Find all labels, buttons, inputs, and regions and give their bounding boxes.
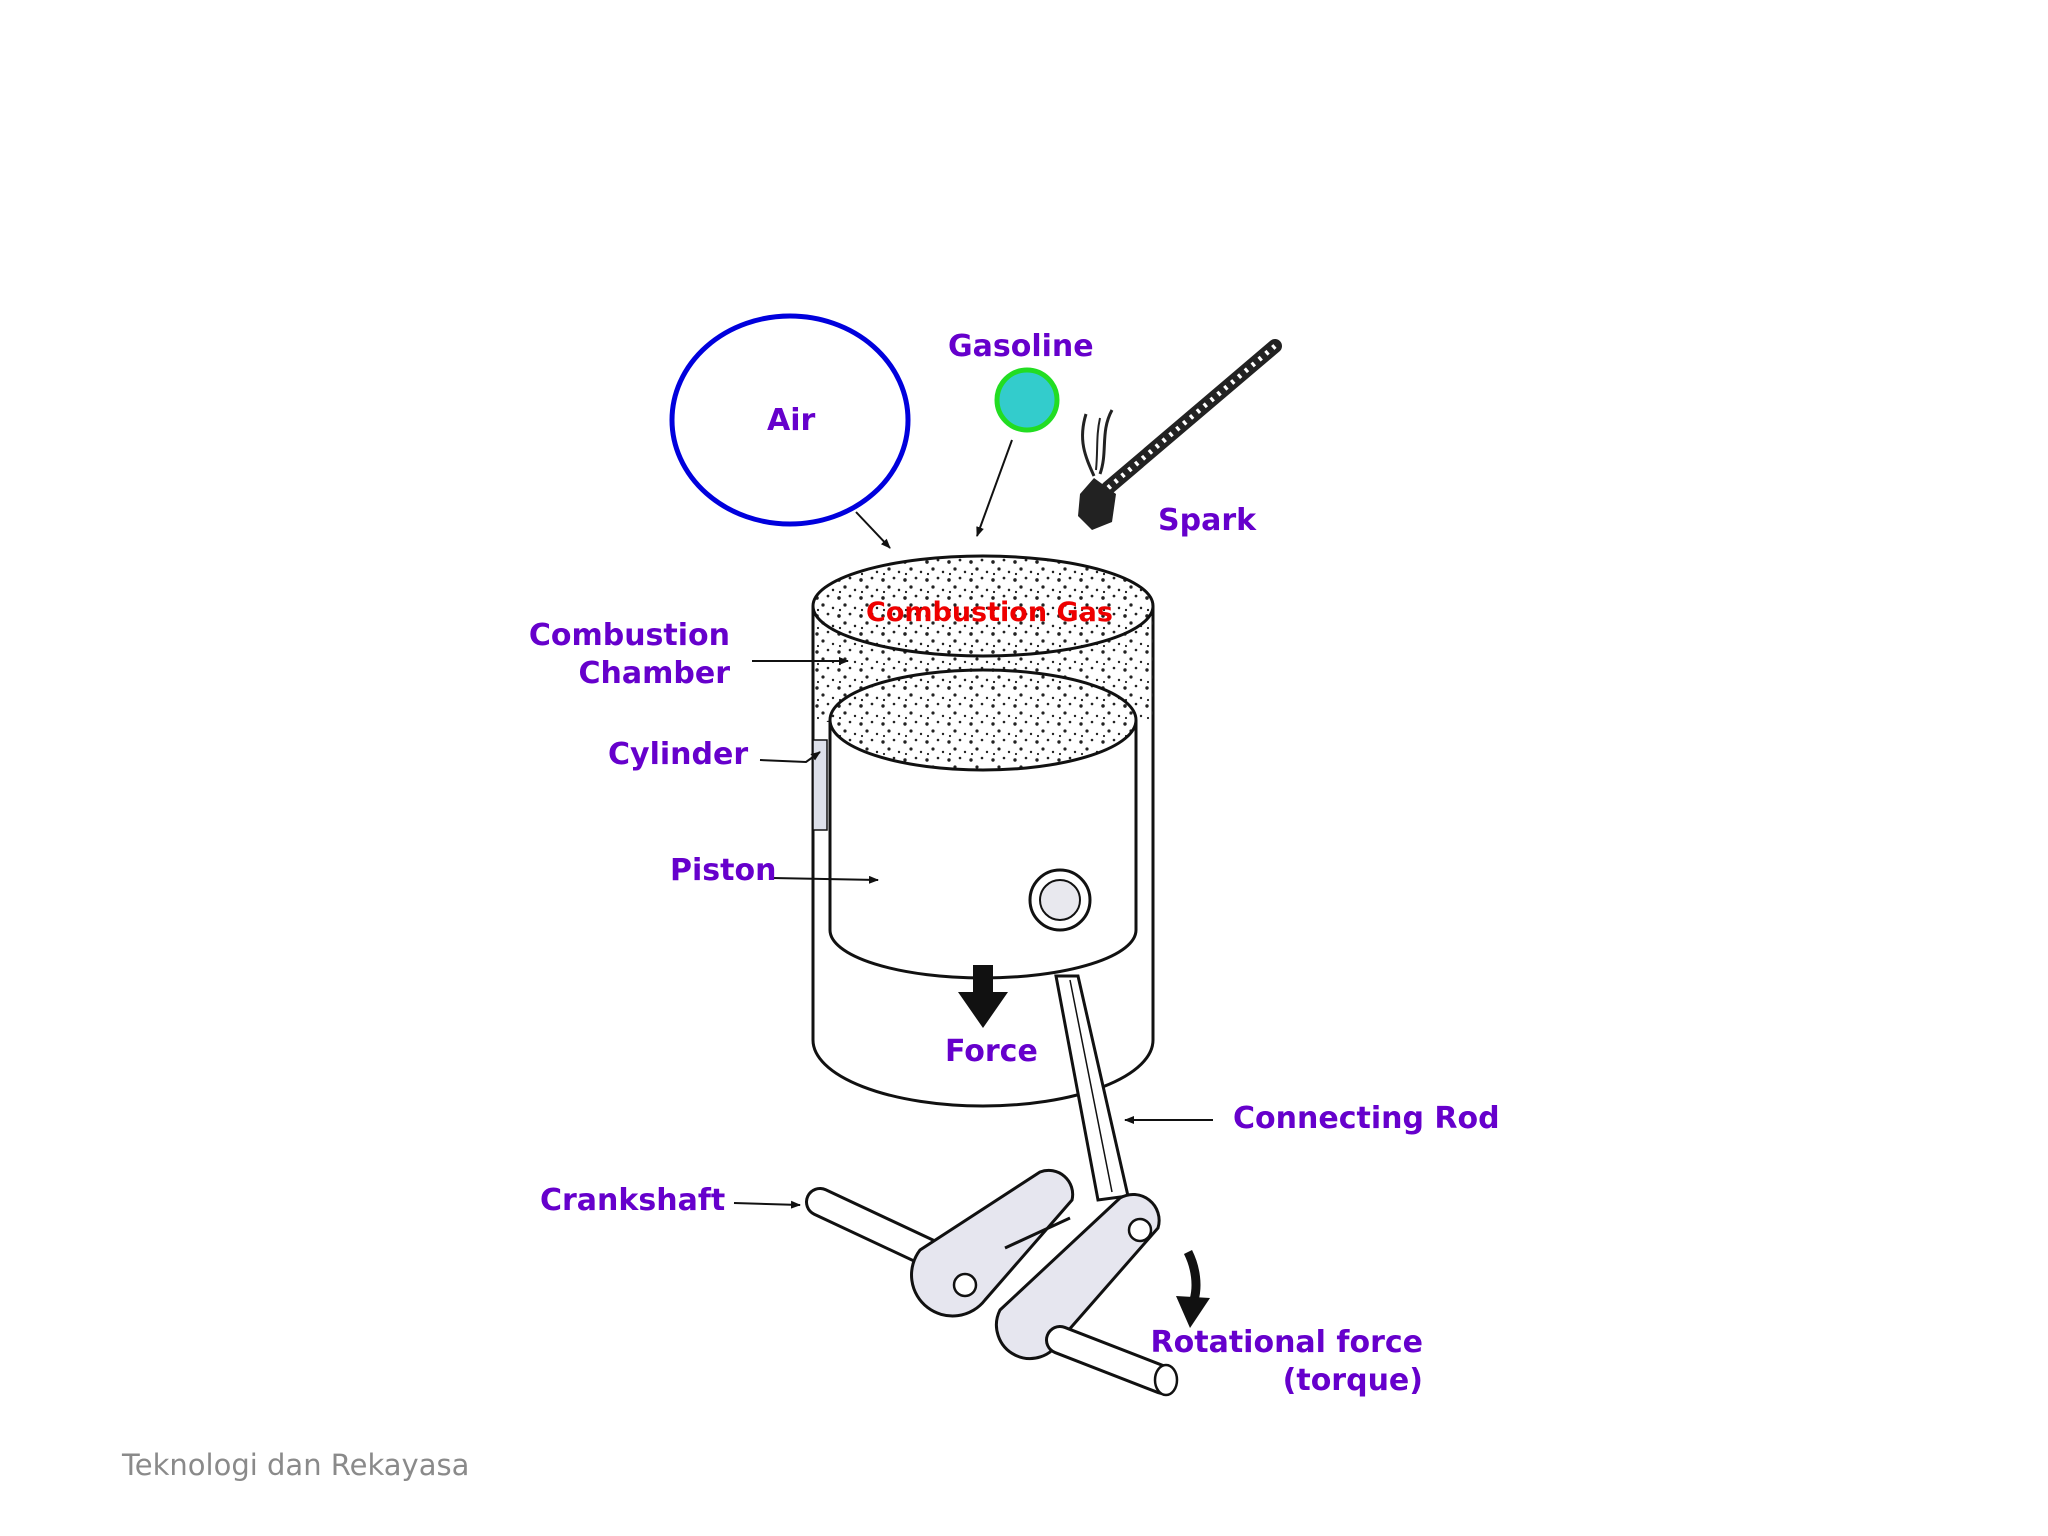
- label-gasoline: Gasoline: [948, 329, 1094, 364]
- label-connecting-rod: Connecting Rod: [1233, 1101, 1500, 1136]
- label-cylinder: Cylinder: [608, 737, 749, 772]
- label-rotational-force: Rotational force (torque): [1118, 1324, 1423, 1400]
- label-combustion-gas: Combustion Gas: [866, 597, 1113, 628]
- force-arrow: [958, 965, 1008, 1028]
- piston-pointer: [771, 875, 879, 884]
- gasoline-drop: [994, 367, 1060, 433]
- label-spark: Spark: [1158, 503, 1257, 538]
- spark-plug-icon: [1078, 339, 1282, 530]
- label-air: Air: [767, 403, 816, 438]
- label-combustion-chamber-line2: Chamber: [578, 656, 731, 691]
- air-circle: [669, 313, 911, 527]
- gasoline-arrow: [976, 439, 1013, 537]
- label-crankshaft: Crankshaft: [540, 1183, 726, 1218]
- label-piston: Piston: [670, 853, 777, 888]
- label-rotational-force-line2: (torque): [1282, 1363, 1423, 1398]
- label-combustion-chamber-line1: Combustion: [528, 618, 730, 653]
- piston: [828, 668, 1138, 980]
- cylinder-pointer: [759, 751, 821, 764]
- slide-footer: Teknologi dan Rekayasa: [122, 1448, 470, 1482]
- rotation-arrow-icon: [1176, 1249, 1210, 1328]
- label-combustion-chamber: Combustion Chamber: [520, 617, 730, 693]
- air-arrow: [855, 511, 891, 549]
- crankshaft: [805, 1168, 1179, 1397]
- label-force: Force: [945, 1034, 1038, 1069]
- label-rotational-force-line1: Rotational force: [1150, 1325, 1423, 1360]
- crankshaft-pointer: [733, 1200, 801, 1209]
